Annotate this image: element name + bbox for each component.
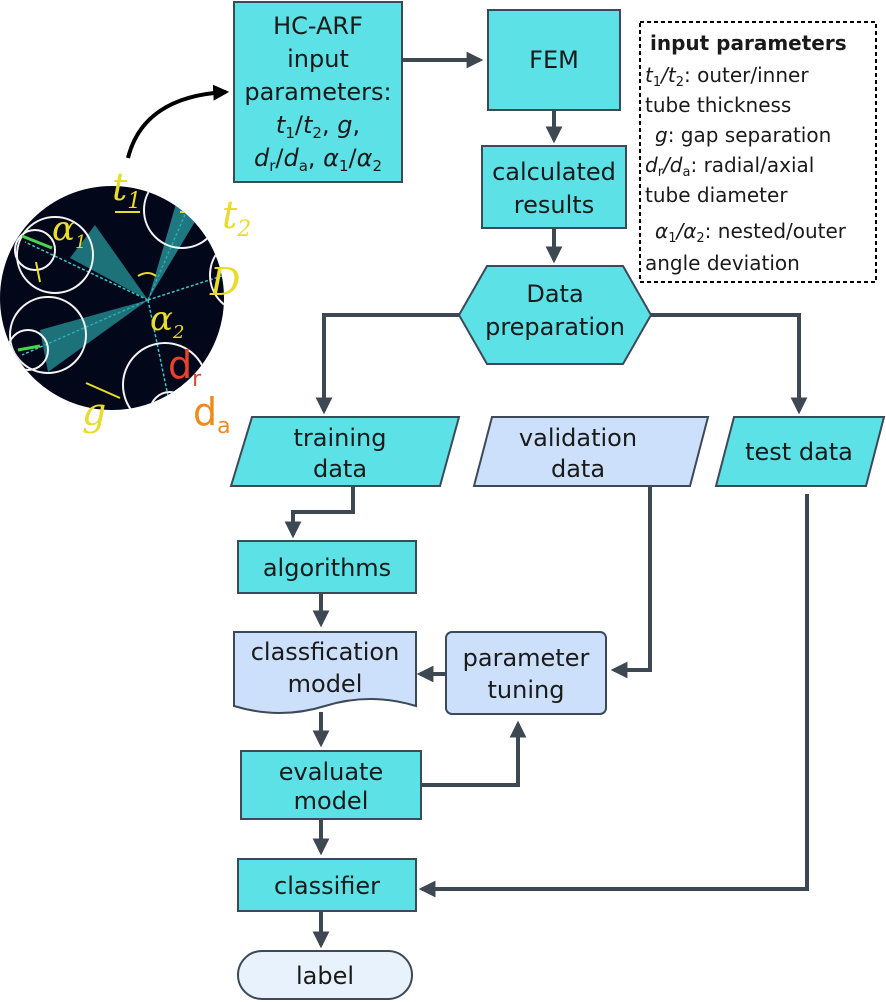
svg-text:tuning: tuning — [488, 676, 565, 704]
svg-text:training: training — [294, 424, 387, 452]
svg-text:evaluate: evaluate — [279, 758, 383, 786]
arrow-prep-to-test — [651, 313, 808, 415]
node-calculated-results: calculated results — [481, 145, 627, 229]
svg-text:dr/da, α1/α2: dr/da, α1/α2 — [254, 144, 382, 175]
fiber-green-segments — [17, 186, 214, 352]
svg-text:input parameters: input parameters — [650, 31, 847, 55]
svg-text:g: gap separation: g: gap separation — [655, 123, 831, 147]
svg-text:classifier: classifier — [274, 872, 380, 900]
node-input-parameters: HC-ARF input parameters: t1/t2, g, dr/da… — [233, 1, 403, 183]
svg-text:dr/da: radial/axial: dr/da: radial/axial — [645, 153, 814, 180]
svg-text:Data: Data — [526, 280, 583, 308]
svg-text:classfication: classfication — [251, 638, 400, 666]
node-training-data: training data — [229, 416, 461, 487]
arrow-prep-to-training — [315, 313, 459, 415]
fiber-label-g: g — [82, 390, 106, 434]
fiber-label-t1: t1 — [112, 165, 141, 214]
node-classifier: classifier — [237, 858, 417, 912]
legend-box: input parameters t1/t2: outer/inner tube… — [639, 21, 877, 283]
svg-text:parameters:: parameters: — [244, 78, 391, 106]
svg-text:model: model — [294, 787, 369, 815]
node-classification-model: classfication model — [233, 631, 417, 714]
fiber-label-t2: t2 — [222, 193, 251, 242]
arrow-evaluate-to-tuning — [422, 720, 527, 787]
svg-text:tube diameter: tube diameter — [645, 183, 788, 207]
svg-text:tube thickness: tube thickness — [645, 93, 791, 117]
svg-text:algorithms: algorithms — [263, 554, 391, 582]
fiber-to-input-arrow — [126, 84, 230, 159]
svg-text:test data: test data — [745, 438, 853, 466]
svg-text:data: data — [313, 455, 367, 483]
svg-text:calculated: calculated — [492, 158, 616, 186]
node-algorithms: algorithms — [237, 540, 417, 594]
arrow-validation-to-tuning — [610, 486, 652, 679]
fiber-label-da: da — [193, 390, 231, 439]
svg-text:label: label — [296, 962, 354, 990]
node-fem: FEM — [487, 9, 621, 111]
svg-text:HC-ARF: HC-ARF — [273, 12, 363, 40]
svg-text:input: input — [287, 45, 349, 73]
svg-text:α1/α2: nested/outer: α1/α2: nested/outer — [655, 219, 847, 246]
node-test-data: test data — [714, 416, 886, 487]
svg-text:t1/t2, g,: t1/t2, g, — [276, 111, 360, 142]
node-validation-data: validation data — [472, 416, 710, 487]
node-parameter-tuning: parameter tuning — [445, 631, 607, 715]
svg-text:preparation: preparation — [485, 313, 625, 341]
svg-text:FEM: FEM — [529, 46, 579, 74]
svg-text:t1/t2: outer/inner: t1/t2: outer/inner — [645, 63, 809, 90]
arrow-training-to-algorithms — [284, 486, 355, 539]
svg-text:model: model — [288, 670, 363, 698]
svg-text:angle deviation: angle deviation — [645, 251, 800, 275]
node-label: label — [237, 950, 413, 1000]
fiber-label-D: D — [209, 260, 240, 304]
svg-text:results: results — [514, 191, 594, 219]
node-evaluate-model: evaluate model — [240, 750, 422, 820]
node-data-preparation: Data preparation — [457, 265, 653, 365]
svg-text:parameter: parameter — [463, 644, 590, 672]
svg-text:data: data — [551, 455, 605, 483]
svg-text:validation: validation — [519, 424, 637, 452]
arrow-test-to-classifier — [418, 494, 809, 898]
fiber-cross-section: t1 t2 α1 α2 D g dr da — [0, 165, 251, 439]
connectors — [284, 51, 809, 949]
